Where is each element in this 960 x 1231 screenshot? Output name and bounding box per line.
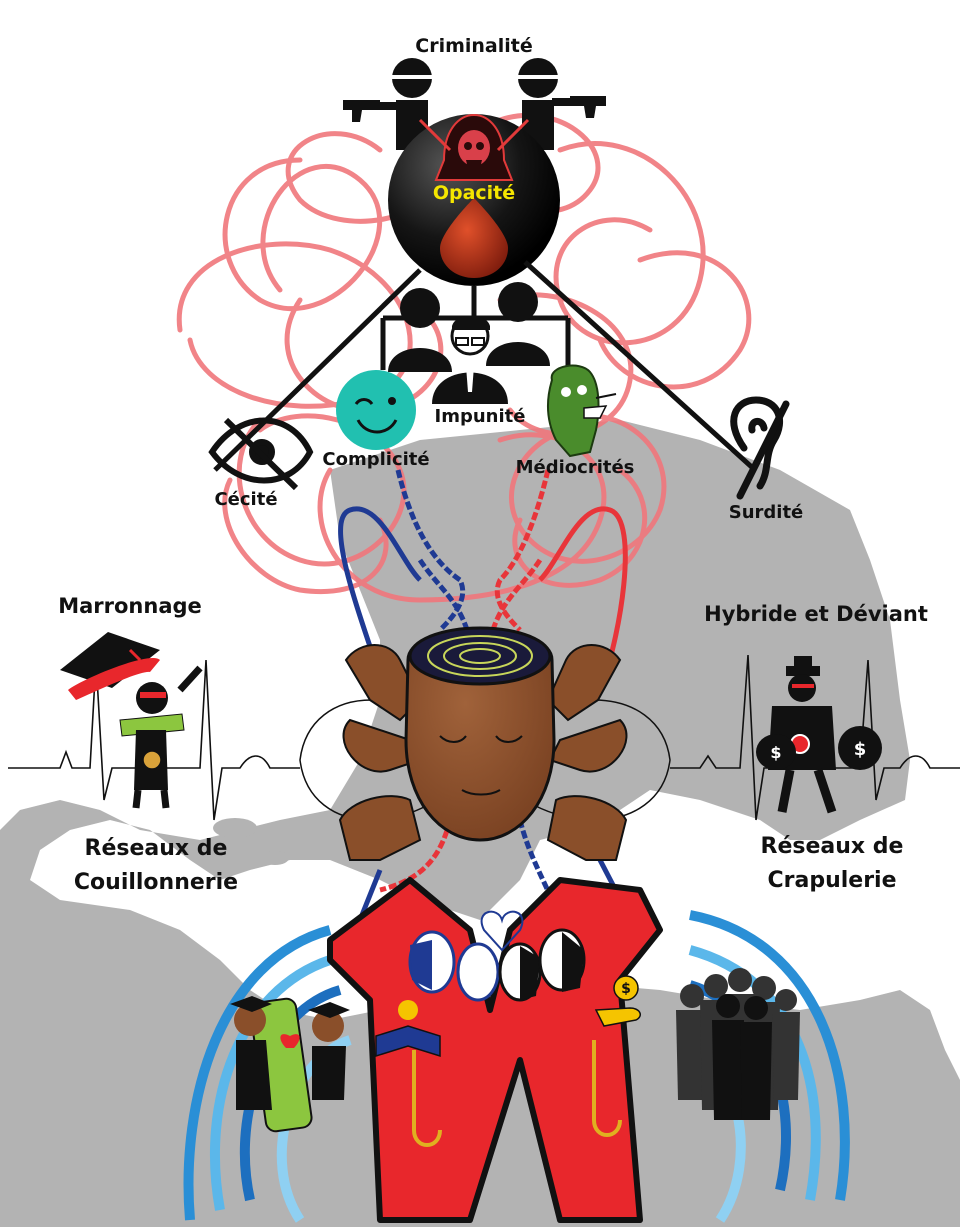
svg-text:$: $: [621, 981, 631, 997]
blood-drop-icon: [440, 198, 508, 278]
label-cecite: Cécité: [214, 489, 278, 510]
graduate-medal-figure: [60, 632, 203, 809]
money-hand-icon: $: [594, 975, 641, 1027]
label-mediocrites: Médiocrités: [515, 457, 635, 478]
label-impunite: Impunité: [434, 406, 526, 427]
multi-arm-head: [338, 626, 628, 861]
label-reseaux-couillonnerie-line1: Réseaux de: [84, 836, 228, 861]
skull-hood-icon: [418, 114, 530, 181]
label-criminalite: Criminalité: [415, 35, 533, 57]
zombie-head-icon: [546, 364, 617, 458]
theatre-masks-icon: [408, 910, 586, 1002]
label-reseaux-crapulerie-line1: Réseaux de: [760, 834, 904, 859]
label-complicite: Complicité: [322, 449, 430, 470]
gangster-money-bags-figure: $ $: [756, 656, 882, 814]
impunity-people-icon: [388, 282, 550, 404]
label-reseaux-crapulerie: Réseaux de Crapulerie: [761, 830, 904, 898]
book-lightbulb-icon: [375, 1000, 441, 1058]
graduates-hugging-icon: [230, 996, 350, 1133]
label-hybride-deviant: Hybride et Déviant: [704, 602, 928, 626]
svg-text:$: $: [854, 739, 867, 760]
label-opacite: Opacité: [432, 182, 516, 204]
ecg-line: [8, 654, 960, 821]
blind-eye-icon: [208, 417, 314, 491]
label-reseaux-couillonnerie-line2: Couillonnerie: [73, 870, 239, 895]
svg-text:$: $: [770, 743, 781, 762]
label-reseaux-crapulerie-line2: Crapulerie: [767, 868, 897, 893]
label-surdite: Surdité: [728, 502, 804, 523]
label-reseaux-couillonnerie: Réseaux de Couillonnerie: [74, 832, 238, 900]
winking-smiley-icon: [336, 370, 416, 450]
label-marronnage: Marronnage: [58, 594, 202, 618]
businessmen-crowd-icon: [676, 968, 800, 1120]
deaf-ear-icon: [730, 396, 790, 500]
